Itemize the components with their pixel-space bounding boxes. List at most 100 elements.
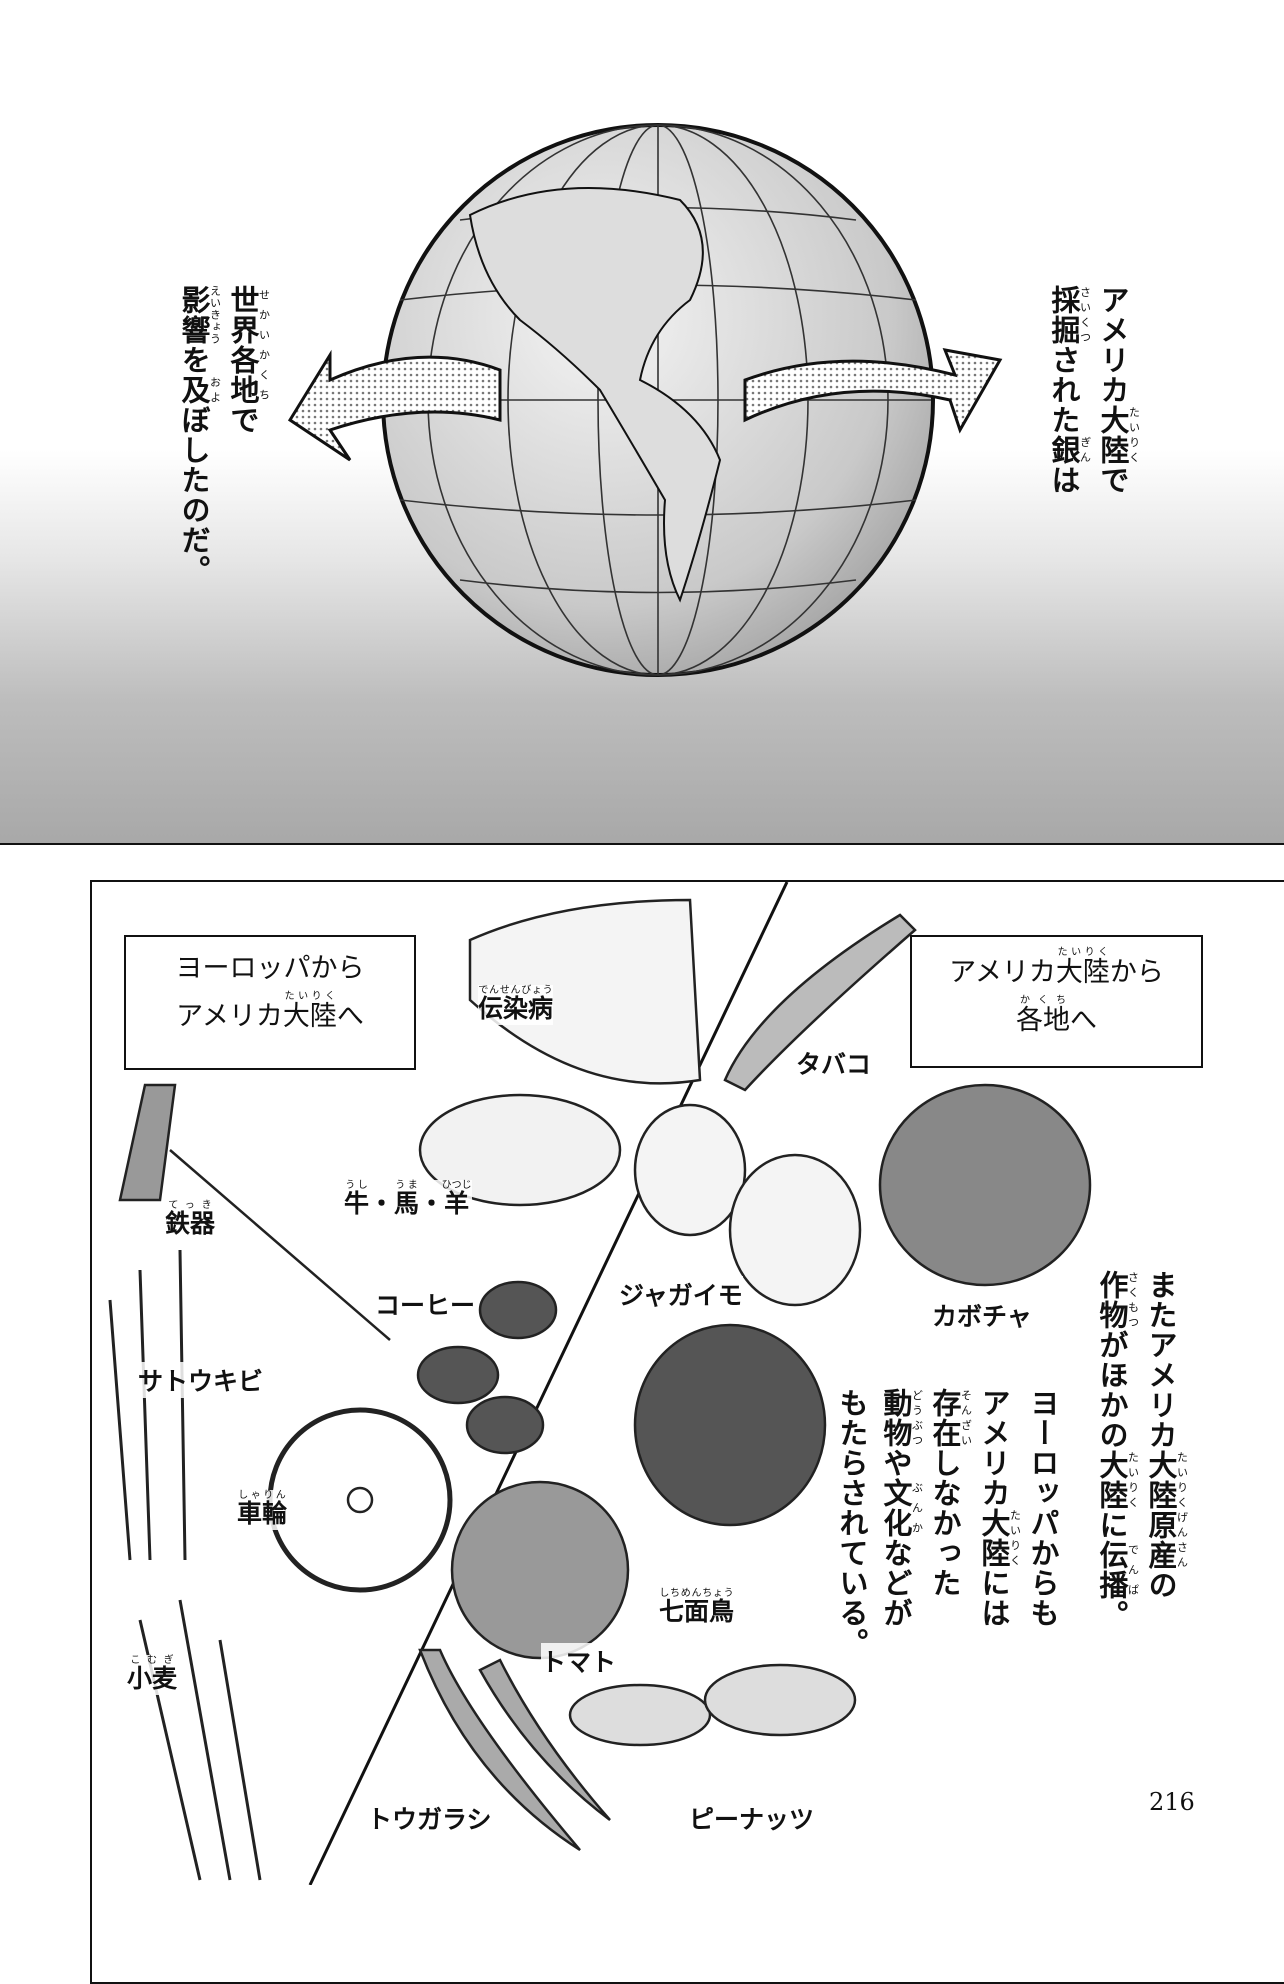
text-segment: アメリカ: [977, 1388, 1011, 1508]
text-line: 影響えいきょうを及およぼしたのだ。: [172, 285, 222, 585]
text-line: コーヒー: [375, 1286, 475, 1322]
ruby-text: 作物さくもつ: [1095, 1270, 1140, 1330]
text-line: アメリカ大陸たいりくへ: [126, 991, 414, 1039]
caption-european-imports: ヨーロッパからもアメリカ大陸たいりくには存在そんざいしなかった動物どうぶつや文化…: [830, 1388, 1065, 1658]
text-line: 伝染病でんせんびょう: [478, 985, 553, 1025]
americas-continent: [468, 187, 722, 603]
text-line: 鉄器てっき: [165, 1200, 215, 1240]
text-segment: で: [226, 405, 260, 435]
ruby-text: 及およ: [177, 375, 222, 405]
furigana: かくち: [1016, 995, 1070, 1006]
top-panel: 世界各地せかいかくちで影響えいきょうを及およぼしたのだ。 アメリカ大陸たいりくで…: [0, 0, 1284, 845]
text-segment: ピーナッツ: [689, 1805, 815, 1834]
text-segment: しなかった: [928, 1448, 962, 1598]
furigana: たいりく: [282, 991, 337, 1002]
furigana: ぎん: [1078, 435, 1092, 465]
text-line: 採掘さいくつされた銀ぎんは: [1042, 285, 1092, 495]
text-segment: は: [1047, 465, 1081, 495]
text-line: ヨーロッパからも: [1021, 1388, 1065, 1658]
furigana: こむぎ: [127, 1655, 177, 1666]
ruby-text: 大陸たいりく: [977, 1508, 1022, 1568]
furigana: でんせんびょう: [478, 985, 553, 996]
label-potato: ジャガイモ: [619, 1276, 743, 1312]
text-line: 牛うし・馬うま・羊ひつじ: [344, 1180, 472, 1220]
ruby-text: 車輪しゃりん: [237, 1490, 288, 1528]
arrow-left: [287, 349, 502, 462]
text-line: 存在そんざいしなかった: [923, 1388, 973, 1658]
text-segment: 。: [1095, 1600, 1129, 1630]
furigana: えいきょう: [208, 285, 222, 345]
furigana: せかいかくち: [257, 285, 271, 405]
ruby-text: 採掘さいくつ: [1047, 285, 1092, 345]
furigana: うま: [394, 1180, 420, 1191]
text-line: 車輪しゃりん: [237, 1490, 287, 1530]
label-turkey: 七面鳥しちめんちょう: [659, 1588, 735, 1628]
text-line: ピーナッツ: [689, 1800, 814, 1836]
furigana: てっき: [165, 1200, 215, 1211]
text-line: カボチャ: [932, 1297, 1032, 1333]
text-segment: ヨーロッパから: [175, 953, 365, 984]
text-segment: には: [977, 1568, 1011, 1628]
text-segment: の: [1144, 1570, 1178, 1600]
ruby-text: 大陸原産たいりくげんさん: [1144, 1450, 1189, 1570]
text-line: ヨーロッパから: [126, 947, 414, 991]
furigana: たいりく: [1008, 1508, 1022, 1568]
text-line: タバコ: [796, 1045, 871, 1081]
furigana: うし: [344, 1180, 370, 1191]
ruby-text: 大陸たいりく: [1055, 947, 1110, 988]
ruby-text: 世界各地せかいかくち: [226, 285, 271, 405]
text-line: アメリカ大陸たいりくには: [972, 1388, 1022, 1658]
text-segment: から: [1109, 957, 1164, 988]
text-line: 七面鳥しちめんちょう: [659, 1588, 734, 1628]
ruby-text: 小麦こむぎ: [127, 1655, 178, 1693]
label-peanut: ピーナッツ: [689, 1800, 815, 1836]
ruby-text: 馬うま: [394, 1180, 420, 1218]
ruby-text: 影響えいきょう: [177, 285, 222, 345]
box-america-to-world: アメリカ大陸たいりくから各地かくちへ: [910, 935, 1203, 1068]
label-sugarcane: サトウキビ: [138, 1362, 264, 1398]
text-line: 小麦こむぎ: [127, 1655, 177, 1695]
ruby-text: 存在そんざい: [928, 1388, 973, 1448]
text-line: トウガラシ: [367, 1800, 492, 1836]
globe: [381, 123, 935, 677]
ruby-text: 伝染病でんせんびょう: [478, 985, 554, 1023]
furigana: たいりく: [1127, 405, 1141, 465]
text-segment: またアメリカ: [1144, 1270, 1178, 1450]
furigana: どうぶつ: [910, 1388, 924, 1448]
furigana: でんぱ: [1126, 1540, 1140, 1600]
label-iron: 鉄器てっき: [165, 1200, 216, 1240]
furigana: たいりくげんさん: [1175, 1450, 1189, 1570]
text-segment: もたらされている。: [835, 1388, 869, 1658]
text-line: もたらされている。: [830, 1388, 874, 1658]
text-segment: アメリカ: [176, 1001, 283, 1032]
furigana: たいりく: [1055, 947, 1110, 958]
text-line: サトウキビ: [138, 1362, 263, 1398]
text-segment: アメリカ: [949, 957, 1056, 988]
text-segment: アメリカ: [1096, 285, 1130, 405]
text-segment: へ: [1070, 1005, 1097, 1036]
furigana: およ: [208, 375, 222, 405]
text-segment: で: [1096, 465, 1130, 495]
text-line: ジャガイモ: [619, 1276, 743, 1312]
furigana: しちめんちょう: [659, 1588, 734, 1599]
text-segment: や: [879, 1448, 913, 1478]
text-line: 各地かくちへ: [912, 995, 1201, 1043]
ruby-text: 羊ひつじ: [441, 1180, 472, 1218]
ruby-text: 大陸たいりく: [282, 991, 337, 1032]
text-segment: サトウキビ: [138, 1367, 264, 1396]
label-chili: トウガラシ: [367, 1800, 492, 1836]
label-coffee: コーヒー: [375, 1286, 476, 1322]
label-tomato: トマト: [541, 1643, 617, 1679]
caption-american-silver: アメリカ大陸たいりくで採掘さいくつされた銀ぎんは: [1042, 285, 1141, 495]
ruby-text: 伝播でんぱ: [1095, 1540, 1140, 1600]
furigana: そんざい: [959, 1388, 973, 1448]
text-line: アメリカ大陸たいりくで: [1091, 285, 1141, 495]
furigana: ひつじ: [441, 1180, 472, 1191]
ruby-text: 大陸たいりく: [1096, 405, 1141, 465]
text-line: 世界各地せかいかくちで: [221, 285, 271, 585]
label-livestock: 牛うし・馬うま・羊ひつじ: [344, 1180, 472, 1220]
caption-american-crops: またアメリカ大陸原産たいりくげんさんの作物さくもつがほかの大陸たいりくに伝播でん…: [1090, 1270, 1189, 1630]
text-line: 作物さくもつがほかの大陸たいりくに伝播でんぱ。: [1090, 1270, 1140, 1630]
text-segment: ぼしたのだ。: [177, 405, 211, 585]
ruby-text: 動物どうぶつ: [879, 1388, 924, 1448]
